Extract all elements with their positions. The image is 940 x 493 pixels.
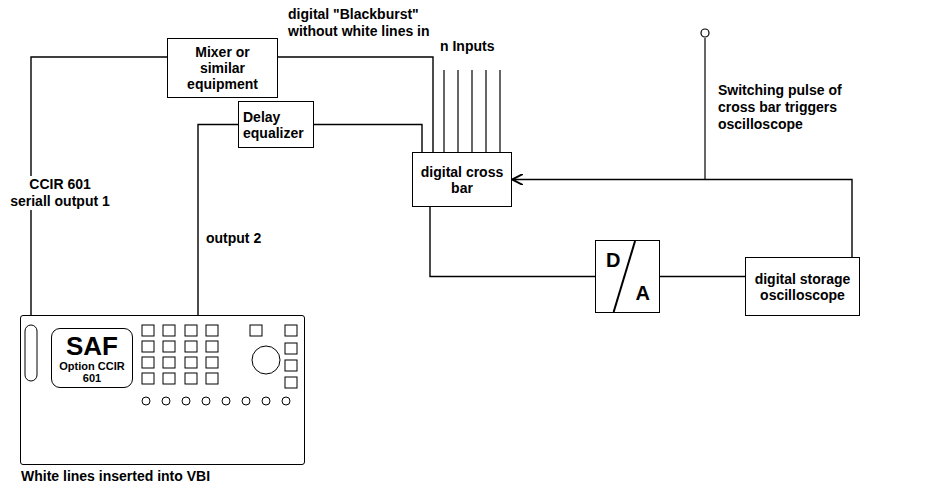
equalizer-box: Delay equalizer — [238, 101, 314, 148]
converter-letter-bottom: A — [636, 282, 650, 304]
equipment-box: Mixer or similar equipment — [167, 38, 278, 98]
signal-wire — [198, 125, 238, 316]
trigger-wire — [701, 29, 709, 179]
box-label: digital storage oscilloscope — [750, 271, 855, 303]
signal-wire — [430, 207, 595, 277]
front-panel — [25, 325, 297, 405]
display-panel: SAFOption CCIR 601 — [51, 328, 133, 388]
signal-wire — [660, 276, 745, 277]
inputs-label: n Inputs — [440, 38, 510, 55]
box-label: digital cross bar — [417, 164, 507, 196]
signal-wire — [314, 125, 422, 153]
output-label: output 2 — [206, 230, 276, 247]
box-label: Mixer or similar equipment — [172, 44, 273, 92]
option-text: Option CCIR 601 — [55, 360, 129, 384]
signal-wire — [512, 180, 852, 258]
output-label: CCIR 601 seriall output 1 — [10, 176, 110, 210]
oscilloscope-box: digital storage oscilloscope — [745, 257, 860, 316]
trigger-note: Switching pulse of cross bar triggers os… — [718, 82, 843, 133]
device-caption: White lines inserted into VBI — [21, 468, 210, 484]
brand-name: SAF — [55, 332, 129, 360]
signal-note: digital "Blackburst" without white lines… — [288, 6, 466, 40]
box-label: Delay equalizer — [243, 109, 309, 141]
converter-box: DA — [595, 240, 660, 313]
generator-device: White lines inserted into VBISAFOption C… — [20, 315, 305, 465]
crossbar-box: digital cross bar — [412, 152, 512, 207]
input-lines — [444, 70, 500, 152]
converter-letter-top: D — [606, 249, 620, 271]
